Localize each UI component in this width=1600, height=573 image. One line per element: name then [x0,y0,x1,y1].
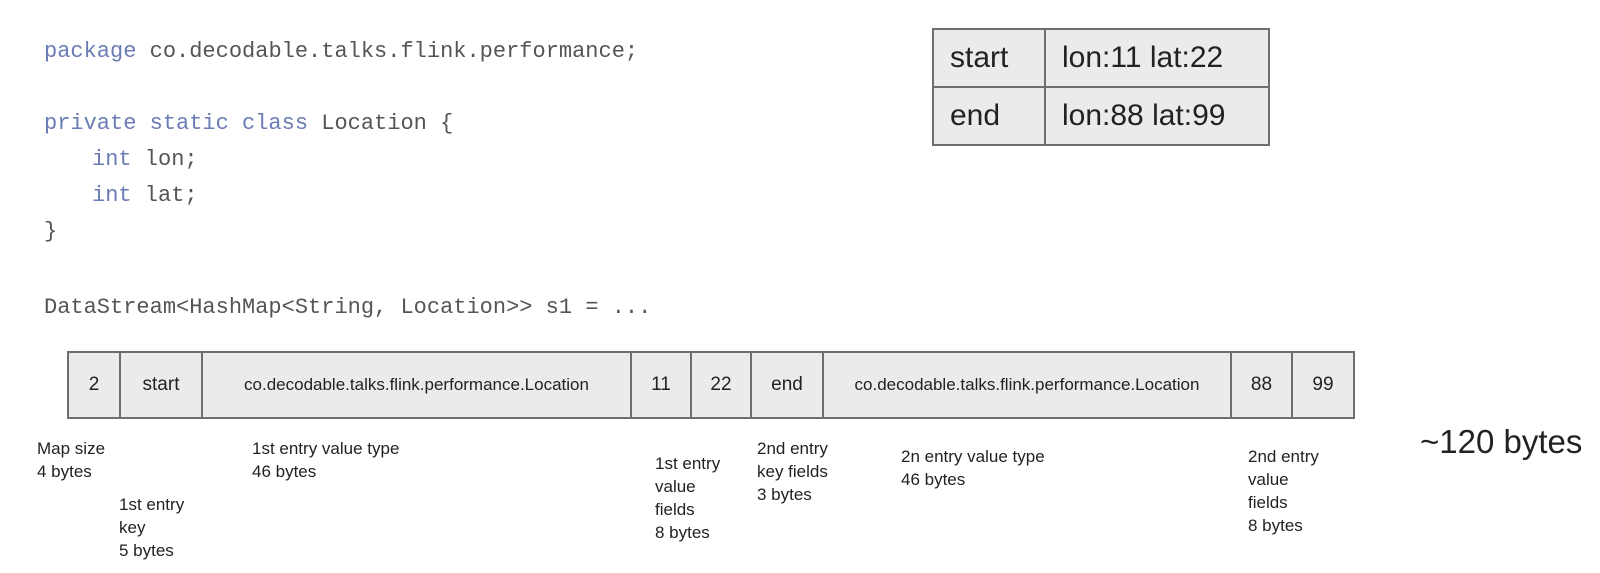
code-package-name: co.decodable.talks.flink.performance; [136,39,639,64]
annotation-line: 3 bytes [757,485,812,504]
annotation-line: value [655,477,696,496]
map-entry-key: start [932,28,1046,88]
cell-second-lon: 88 [1232,353,1293,417]
annotation-first-value-fields: 1st entry value fields 8 bytes [655,452,720,544]
annotation-line: 2nd entry [1248,447,1319,466]
total-size: ~120 bytes [1420,423,1583,460]
annotation-line: value [1248,470,1289,489]
code-keyword: int [92,183,132,208]
annotation-map-size: Map size 4 bytes [37,437,105,483]
annotation-line: 4 bytes [37,462,92,481]
annotation-line: 2nd entry [757,439,828,458]
annotation-line: 1st entry value type [252,439,400,458]
cell-first-key: start [121,353,203,417]
cell-first-lat: 22 [692,353,752,417]
map-entry-row: start lon:11 lat:22 [932,28,1270,88]
annotation-first-value-type: 1st entry value type 46 bytes [252,437,399,483]
map-entry-value: lon:11 lat:22 [1044,28,1270,88]
annotation-line: 46 bytes [252,462,317,481]
code-field-lat: int lat; [44,178,198,214]
cell-second-lat: 99 [1293,353,1353,417]
code-field-name: lat; [131,183,198,208]
annotation-line: 5 bytes [119,541,174,560]
annotation-line: 2n entry value type [901,447,1045,466]
cell-second-key: end [752,353,824,417]
annotation-line: 1st entry [655,454,721,473]
annotation-line: fields [1248,493,1288,512]
code-keyword: package [44,39,137,64]
code-class-name: Location { [308,111,454,136]
serialized-bytes-row: 2 start co.decodable.talks.flink.perform… [67,351,1355,419]
code-close-brace: } [44,214,57,250]
annotation-line: 8 bytes [655,523,710,542]
cell-map-size: 2 [69,353,121,417]
annotation-line: Map size [37,439,106,458]
map-entry-value: lon:88 lat:99 [1044,86,1270,146]
annotation-line: key fields [757,462,828,481]
cell-first-value-type: co.decodable.talks.flink.performance.Loc… [203,353,632,417]
annotation-second-key-fields: 2nd entry key fields 3 bytes [757,437,828,506]
annotation-line: 46 bytes [901,470,966,489]
annotation-line: key [119,518,146,537]
code-package-line: package co.decodable.talks.flink.perform… [44,34,638,70]
annotation-first-key: 1st entry key 5 bytes [119,493,184,562]
annotation-line: fields [655,500,695,519]
map-entry-key: end [932,86,1046,146]
map-entry-row: end lon:88 lat:99 [932,86,1270,146]
cell-first-lon: 11 [632,353,692,417]
code-keyword: int [92,147,132,172]
code-field-name: lon; [131,147,198,172]
code-field-lon: int lon; [44,142,198,178]
code-stream-line: DataStream<HashMap<String, Location>> s1… [44,290,651,326]
annotation-second-value-type: 2n entry value type 46 bytes [901,445,1045,491]
cell-second-value-type: co.decodable.talks.flink.performance.Loc… [824,353,1232,417]
code-brace: } [44,219,58,244]
code-stream-text: DataStream<HashMap<String, Location>> s1… [44,295,652,320]
annotation-second-value-fields: 2nd entry value fields 8 bytes [1248,445,1319,537]
annotation-line: 8 bytes [1248,516,1303,535]
code-class-line: private static class Location { [44,106,453,142]
map-entries-table: start lon:11 lat:22 end lon:88 lat:99 [932,28,1270,146]
code-keyword: private static class [44,111,309,136]
annotation-line: 1st entry [119,495,185,514]
